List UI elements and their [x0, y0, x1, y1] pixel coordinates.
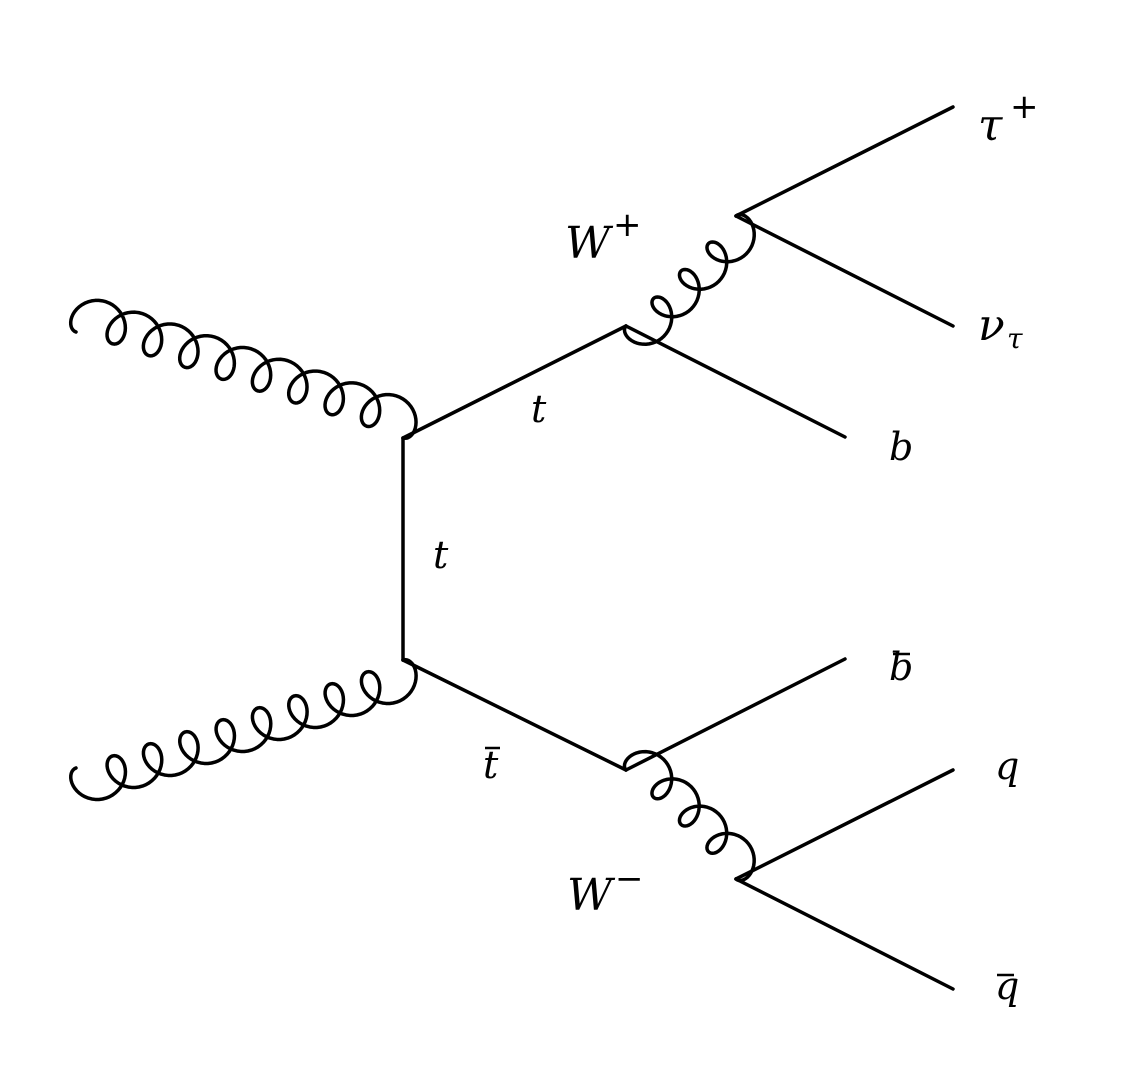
tau-plus-label: τ +	[978, 87, 1039, 151]
top-upper-label: t	[531, 387, 547, 431]
q-line	[734, 768, 955, 881]
b-quark-line	[624, 324, 847, 439]
qbar-symbol: q	[995, 964, 1019, 1008]
bbar-quark-line	[624, 657, 847, 772]
w-minus-boson-line	[622, 749, 756, 883]
tau-plus-line	[734, 105, 955, 218]
w-minus-charge-sup: −	[615, 859, 644, 899]
bbar-symbol: b	[889, 645, 913, 689]
incoming-gluon-bottom	[69, 657, 418, 802]
tau-neutrino-line	[734, 214, 955, 328]
w-plus-symbol: W	[565, 218, 614, 269]
q-label: q	[995, 744, 1019, 788]
w-plus-boson-line	[622, 212, 756, 346]
w-minus-label: W −	[567, 859, 644, 921]
top-propagator-label: t	[433, 533, 449, 577]
tau-charge-sup: +	[1010, 87, 1039, 127]
b-label: b	[889, 425, 913, 469]
top-quark-line	[401, 324, 628, 440]
antitop-label: t	[483, 743, 500, 787]
qbar-label: q	[995, 964, 1019, 1008]
w-plus-charge-sup: +	[613, 205, 642, 245]
tau-neutrino-label: ν τ	[978, 300, 1023, 355]
antitop-symbol: t	[483, 743, 499, 787]
w-minus-symbol: W	[567, 870, 616, 921]
bbar-label: b	[889, 645, 913, 689]
antitop-quark-line	[401, 658, 628, 772]
tau-symbol: τ	[978, 100, 1003, 151]
w-plus-label: W +	[565, 205, 642, 269]
nu-symbol: ν	[978, 300, 1005, 351]
incoming-gluon-top	[68, 298, 418, 441]
nu-subscript: τ	[1007, 322, 1023, 355]
qbar-line	[734, 877, 955, 991]
